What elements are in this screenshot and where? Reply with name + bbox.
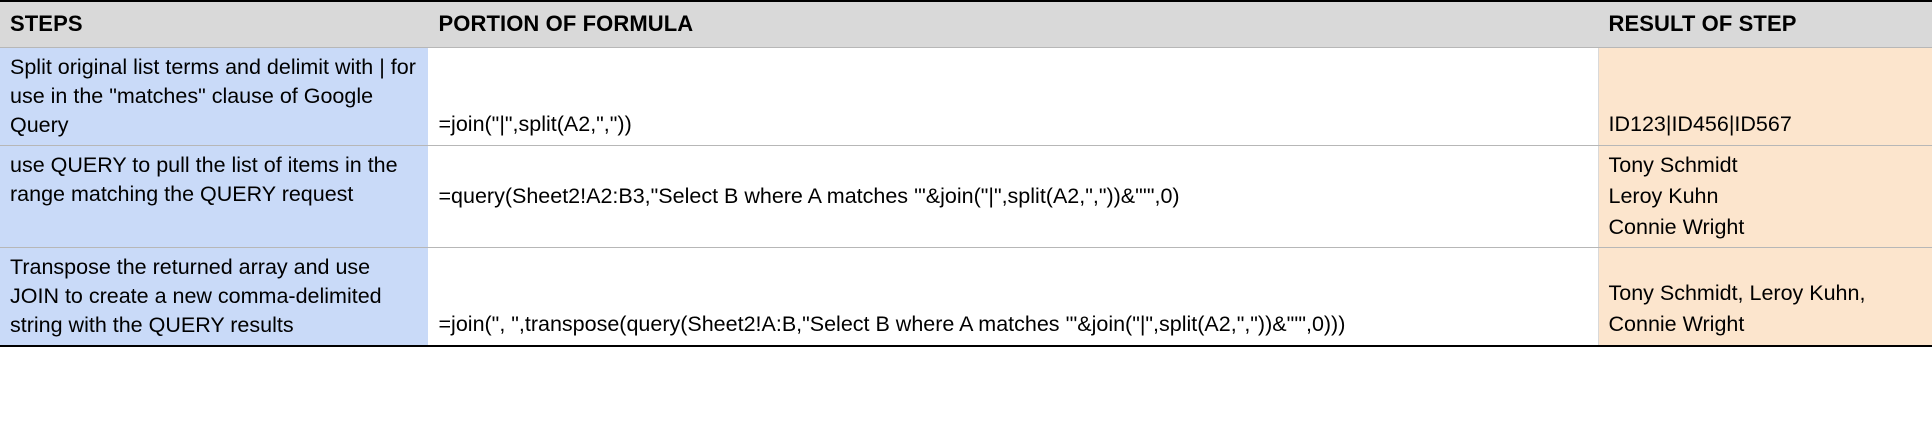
result-line: ID123|ID456|ID567 [1608,112,1792,136]
formula-cell[interactable]: =query(Sheet2!A2:B3,"Select B where A ma… [428,145,1599,248]
table-header: STEPS PORTION OF FORMULA RESULT OF STEP [0,0,1932,48]
step-description-cell[interactable]: Split original list terms and delimit wi… [0,47,429,146]
table-row: use QUERY to pull the list of items in t… [0,145,1932,248]
result-line: Leroy Kuhn [1608,184,1719,208]
result-line: Tony Schmidt [1608,153,1738,177]
formula-cell[interactable]: =join(", ",transpose(query(Sheet2!A:B,"S… [428,247,1599,347]
step-description-cell[interactable]: Transpose the returned array and use JOI… [0,247,429,347]
formula-steps-table: STEPS PORTION OF FORMULA RESULT OF STEP … [0,0,1932,347]
result-line: Connie Wright [1608,215,1745,239]
column-header-portion-of-formula[interactable]: PORTION OF FORMULA [428,0,1599,48]
result-cell[interactable]: Tony Schmidt, Leroy Kuhn, Connie Wright [1598,247,1932,347]
column-header-steps[interactable]: STEPS [0,0,429,48]
result-line: Tony Schmidt, Leroy Kuhn, [1608,281,1866,305]
formula-cell[interactable]: =join("|",split(A2,",")) [428,47,1599,146]
column-header-result-of-step[interactable]: RESULT OF STEP [1598,0,1932,48]
step-description-cell[interactable]: use QUERY to pull the list of items in t… [0,145,429,248]
table-body: Split original list terms and delimit wi… [0,47,1932,347]
result-cell[interactable]: ID123|ID456|ID567 [1598,47,1932,146]
result-cell[interactable]: Tony Schmidt Leroy Kuhn Connie Wright [1598,145,1932,248]
header-row: STEPS PORTION OF FORMULA RESULT OF STEP [0,0,1932,48]
table-row: Split original list terms and delimit wi… [0,47,1932,146]
result-line: Connie Wright [1608,312,1745,336]
table-row: Transpose the returned array and use JOI… [0,247,1932,347]
